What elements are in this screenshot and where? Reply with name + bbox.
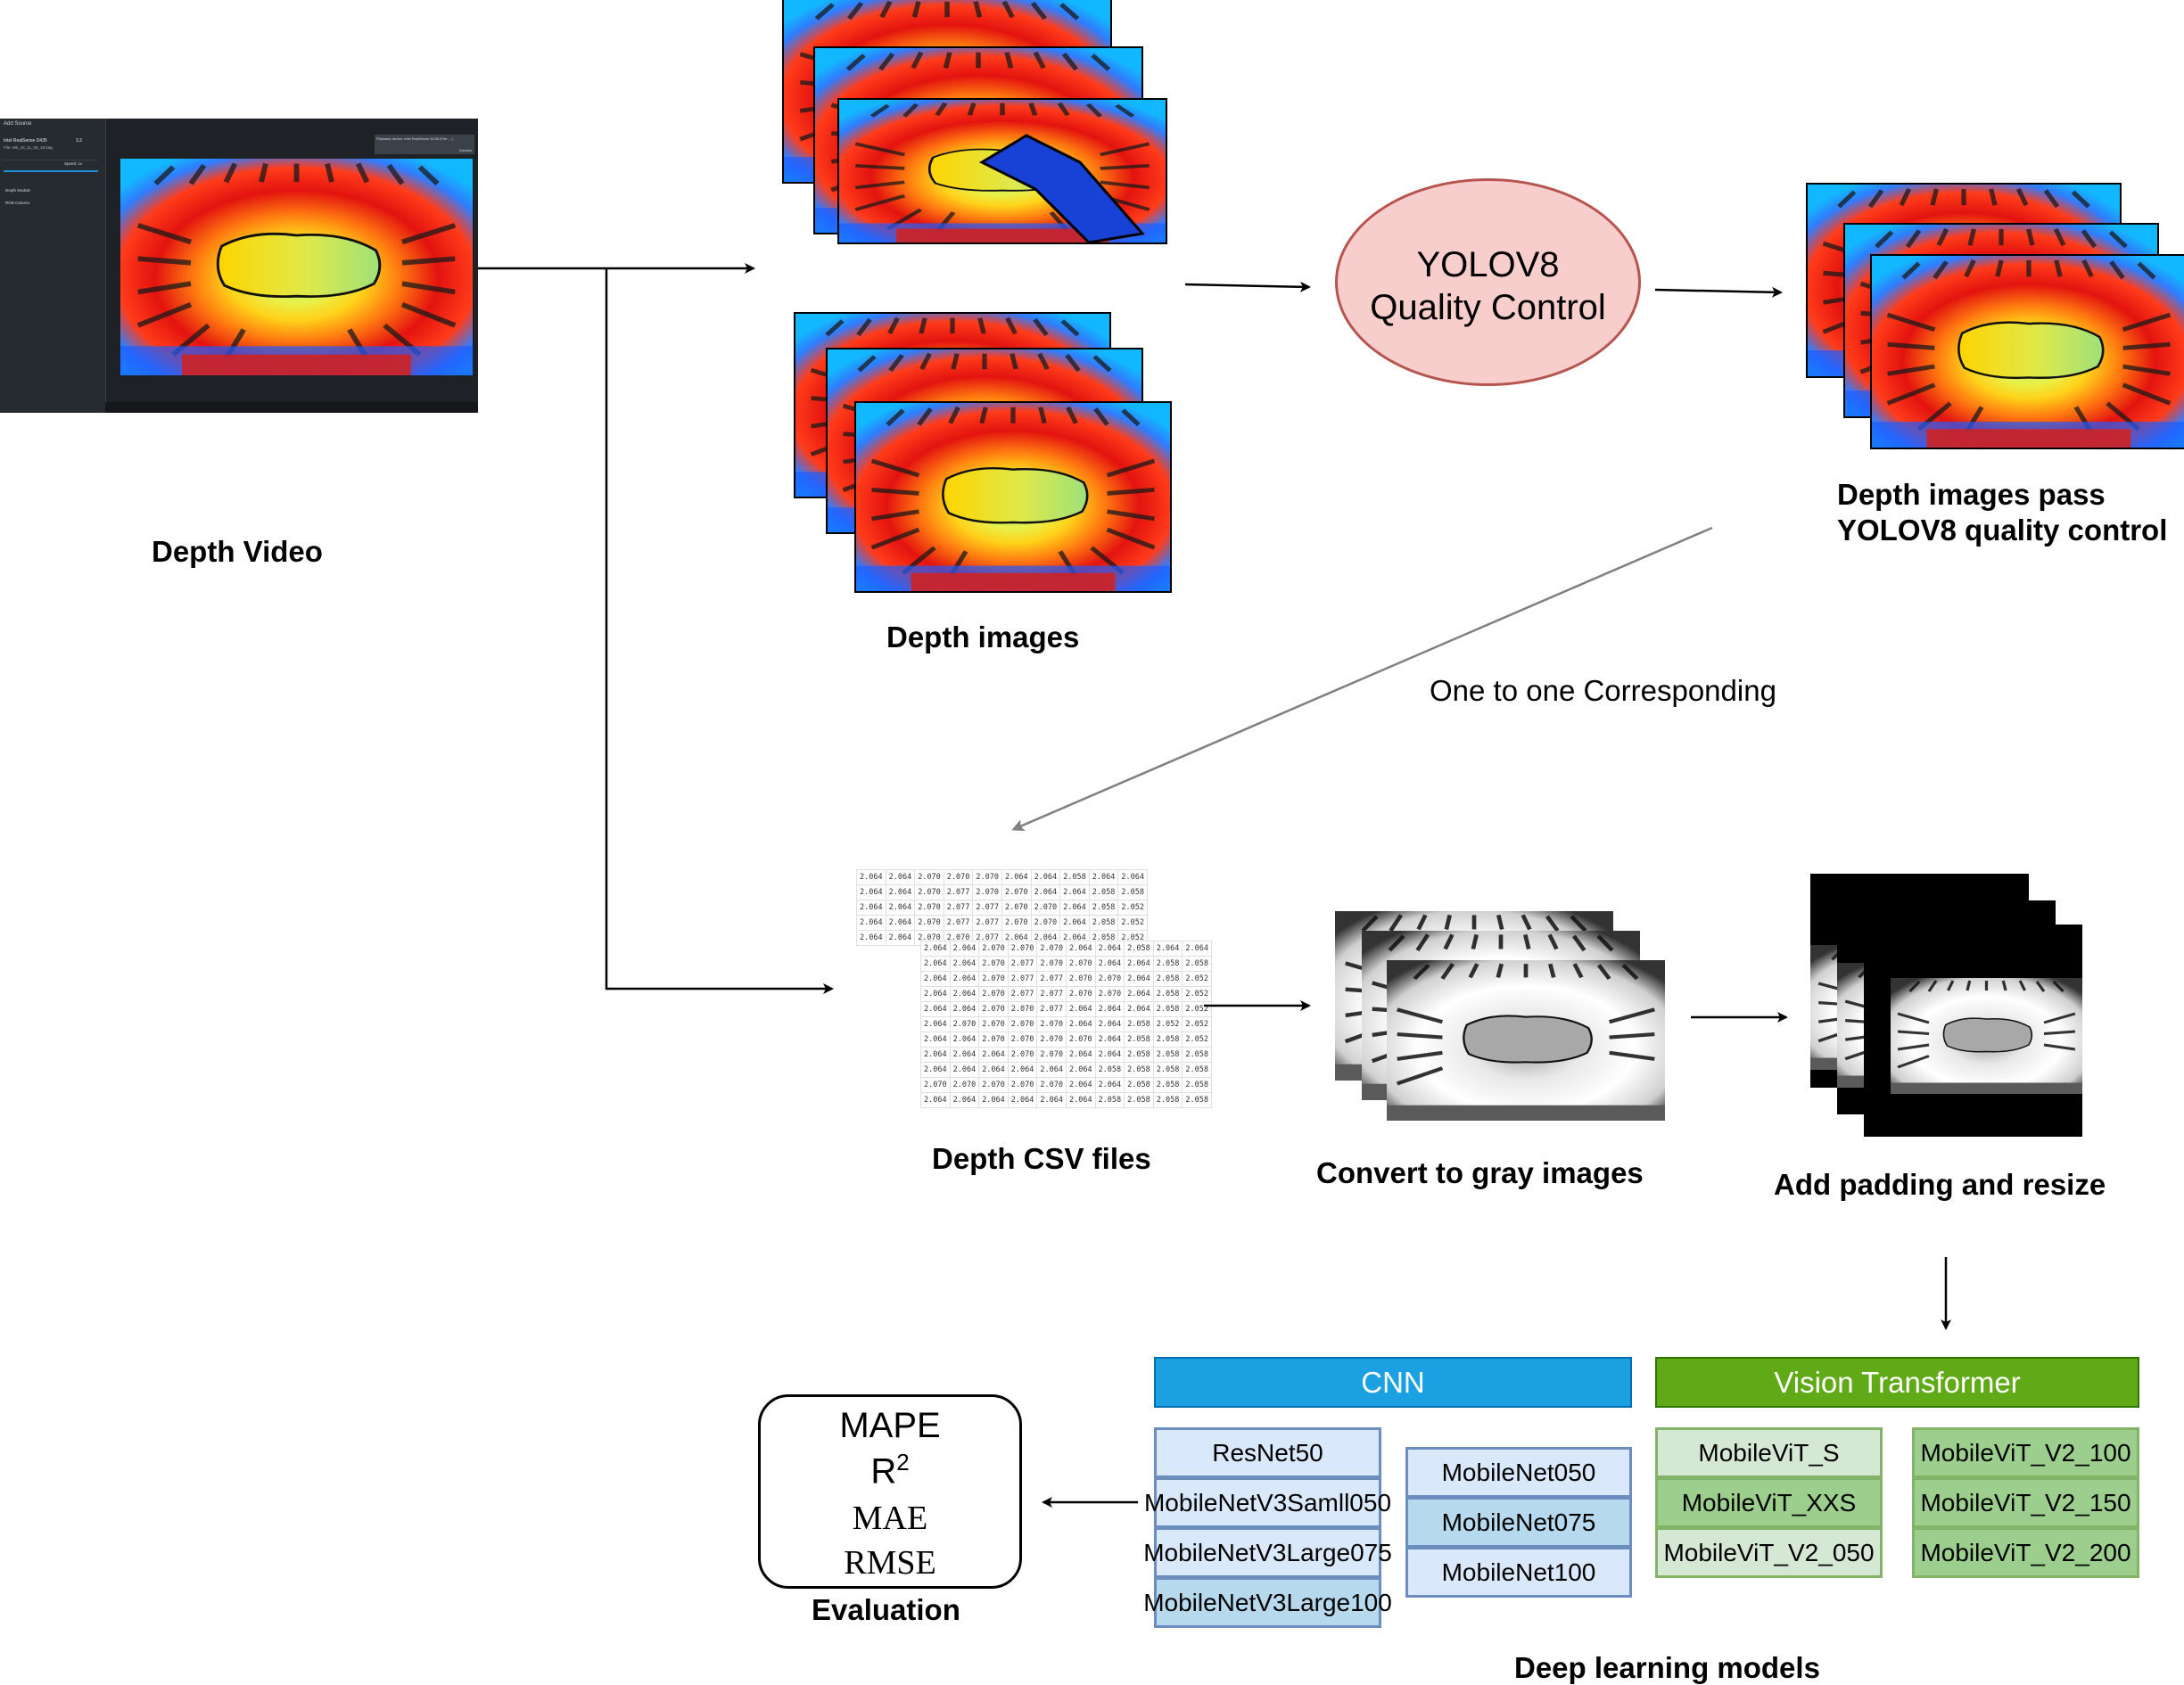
model-mobilenet050: MobileNet050 [1405, 1447, 1632, 1498]
metric-r2-sup: 2 [896, 1449, 910, 1475]
depth-images-stack-bottom [794, 312, 1172, 593]
model-mobilenetv3large100: MobileNetV3Large100 [1143, 1577, 1392, 1628]
depth-image [854, 401, 1172, 593]
caption-evaluation: Evaluation [812, 1593, 960, 1626]
model-mobilenetv3large075: MobileNetV3Large075 [1143, 1527, 1392, 1578]
model-mobilevit-s: MobileViT_S [1655, 1427, 1883, 1478]
csv-cell: 2.058 [1117, 884, 1148, 900]
padded-image [1864, 925, 2082, 1137]
yolo-label-line1: YOLOV8 [1416, 245, 1560, 284]
file-name: File: Wk_24_11_06_18.bag [4, 145, 53, 150]
padded-images-stack [1810, 874, 2082, 1141]
yolo-quality-control-node: YOLOV8 Quality Control [1335, 178, 1641, 386]
depth-video-screenshot: Add Source Intel RealSense D435 3.2 File… [0, 119, 478, 413]
arrow-video-to-csv [605, 268, 834, 994]
viewer-sidebar: Add Source Intel RealSense D435 3.2 File… [0, 119, 106, 413]
metric-rmse: RMSE [844, 1544, 936, 1582]
usb-version: 3.2 [76, 138, 82, 144]
depth-image [837, 98, 1167, 244]
yolo-label-line2: Quality Control [1370, 288, 1606, 327]
dismiss-button[interactable]: Dismiss [459, 148, 472, 152]
caption-depth-csv: Depth CSV files [932, 1142, 1151, 1175]
caption-passed-line2: YOLOV8 quality control [1837, 514, 2168, 547]
add-source-button[interactable]: Add Source [4, 121, 32, 127]
speed-label: Speed: 1x [64, 161, 83, 166]
metric-mae: MAE [852, 1500, 928, 1537]
csv-cell: 2.058 [1182, 956, 1212, 972]
model-mobilevit-v2-200: MobileViT_V2_200 [1912, 1527, 2139, 1578]
csv-cell: 2.058 [1152, 1092, 1183, 1108]
metric-r2: R2 [761, 1449, 1019, 1492]
csv-cell: 2.064 [920, 1092, 951, 1108]
playback-controls[interactable]: Speed: 1x [4, 160, 98, 168]
csv-cell: 2.052 [1182, 971, 1212, 987]
viewer-status-bar [105, 402, 478, 413]
evaluation-box: MAPE R2 MAE RMSE [758, 1394, 1022, 1589]
vit-header: Vision Transformer [1655, 1357, 2139, 1408]
model-mobilevit-v2-100: MobileViT_V2_100 [1912, 1427, 2139, 1478]
device-name: Intel RealSense D435 [4, 138, 47, 144]
csv-cell: 2.052 [1117, 900, 1148, 916]
csv-cell: 2.058 [1094, 1092, 1125, 1108]
caption-padding: Add padding and resize [1774, 1168, 2106, 1201]
operator-arm-icon [978, 134, 1145, 242]
caption-deep-learning: Deep learning models [1514, 1651, 1820, 1684]
module-row-rgb[interactable]: RGB Camera [5, 201, 30, 205]
caption-gray: Convert to gray images [1316, 1156, 1644, 1189]
caption-depth-images: Depth images [886, 621, 1080, 653]
correspondence-label: One to one Corresponding [1430, 674, 1776, 707]
caption-depth-video: Depth Video [152, 535, 323, 568]
cnn-header: CNN [1154, 1357, 1632, 1408]
arrow-one-to-one-corresponding [1011, 526, 1713, 832]
passed-images-stack [1806, 178, 2184, 450]
csv-cell: 2.064 [1036, 1092, 1067, 1108]
model-mobilevit-v2-150: MobileViT_V2_150 [1912, 1477, 2139, 1528]
viewer-notification: Playback device: Intel RealSense D435 (F… [375, 135, 474, 154]
passed-depth-image [1870, 254, 2184, 449]
model-mobilenet100: MobileNet100 [1405, 1547, 1632, 1598]
playback-progress[interactable] [4, 170, 98, 172]
arrow-images-to-yolo [1184, 281, 1311, 292]
model-mobilenet075: MobileNet075 [1405, 1497, 1632, 1548]
metric-mape: MAPE [839, 1406, 941, 1445]
model-resnet50: ResNet50 [1154, 1427, 1381, 1478]
model-mobilevit-v2-050: MobileViT_V2_050 [1655, 1527, 1883, 1578]
notification-text: Playback device: Intel RealSense D435 (F… [376, 136, 453, 141]
caption-passed-line1: Depth images pass [1837, 478, 2106, 511]
arrow-yolo-to-passed [1654, 286, 1783, 298]
depth-images-stack-top [782, 0, 1167, 245]
csv-cell: 2.064 [856, 930, 886, 946]
metric-r2-base: R [870, 1451, 897, 1492]
model-mobilevit-xxs: MobileViT_XXS [1655, 1477, 1883, 1528]
model-mobilenetv3small050: MobileNetV3Samll050 [1144, 1477, 1391, 1528]
csv-cell: 2.058 [1182, 1092, 1212, 1108]
module-row-depth[interactable]: Depth Module [5, 188, 31, 193]
